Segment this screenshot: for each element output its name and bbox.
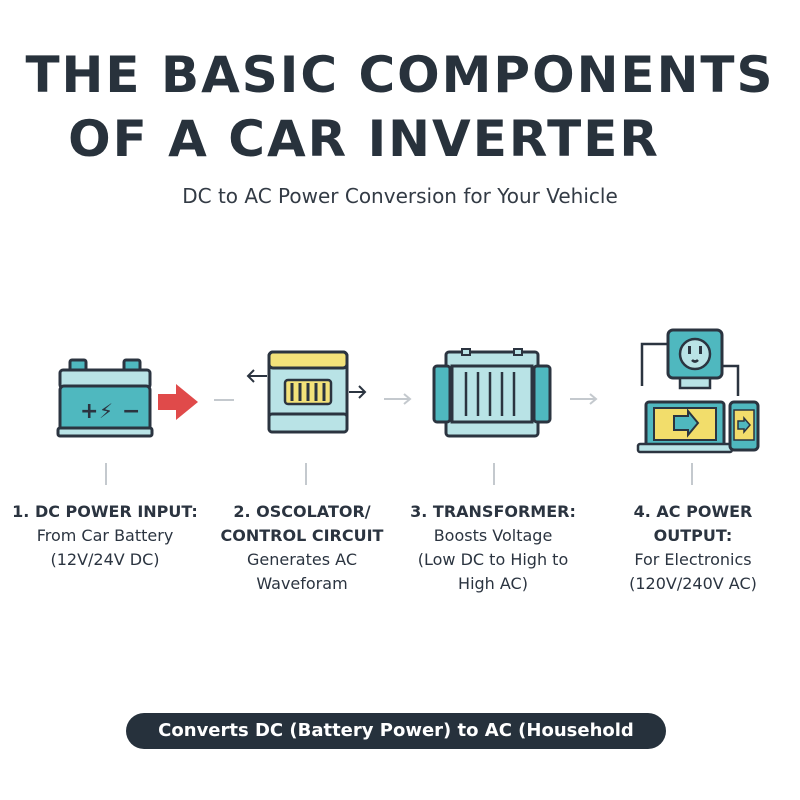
- battery-minus-symbol: −: [122, 399, 140, 424]
- connector-line-4: [691, 463, 693, 485]
- page-title-line-1: THE BASIC COMPONENTS: [25, 46, 775, 104]
- component-line: Boosts Voltage: [433, 526, 553, 545]
- battery-plus-symbol: +: [80, 399, 98, 424]
- oscillator-circuit-icon: [246, 350, 367, 434]
- component-line: (120V/240V AC): [629, 574, 757, 593]
- component-label-oscillator: 2. OSCOLATOR/ CONTROL CIRCUIT Generates …: [202, 500, 402, 596]
- car-battery-icon: + ⚡ −: [56, 358, 198, 438]
- component-line: High AC): [458, 574, 528, 593]
- component-label-ac-output: 4. AC POWER OUTPUT: For Electronics (120…: [593, 500, 793, 596]
- component-heading: 3. TRANSFORMER:: [410, 502, 576, 521]
- flow-arrow-2-icon: [384, 393, 412, 405]
- connector-line-1: [105, 463, 107, 485]
- outlet-laptop-phone-icon: [636, 328, 760, 454]
- component-line: CONTROL CIRCUIT: [220, 526, 384, 545]
- component-line: (12V/24V DC): [50, 550, 160, 569]
- component-line: (Low DC to High to: [417, 550, 569, 569]
- component-label-dc-input: 1. DC POWER INPUT: From Car Battery (12V…: [5, 500, 205, 572]
- battery-bolt-symbol: ⚡: [99, 399, 113, 423]
- page-subtitle: DC to AC Power Conversion for Your Vehic…: [182, 184, 618, 208]
- component-line: Generates AC: [247, 550, 357, 569]
- component-label-transformer: 3. TRANSFORMER: Boosts Voltage (Low DC t…: [393, 500, 593, 596]
- component-heading: 4. AC POWER OUTPUT:: [633, 502, 753, 545]
- footer-banner: Converts DC (Battery Power) to AC (House…: [126, 713, 666, 777]
- flow-arrow-1-icon: [214, 399, 234, 401]
- flow-arrow-3-icon: [570, 393, 598, 405]
- component-heading: 1. DC POWER INPUT:: [12, 502, 198, 521]
- component-heading: 2. OSCOLATOR/: [233, 502, 371, 521]
- component-line: Waveforam: [256, 574, 348, 593]
- page-title-line-2: OF A CAR INVERTER: [68, 110, 660, 168]
- component-line: For Electronics: [634, 550, 752, 569]
- component-line: From Car Battery: [36, 526, 174, 545]
- transformer-icon: [432, 348, 552, 438]
- connector-line-3: [493, 463, 495, 485]
- red-arrow-icon: [158, 384, 198, 420]
- outlet-icon: [678, 337, 712, 371]
- connector-line-2: [305, 463, 307, 485]
